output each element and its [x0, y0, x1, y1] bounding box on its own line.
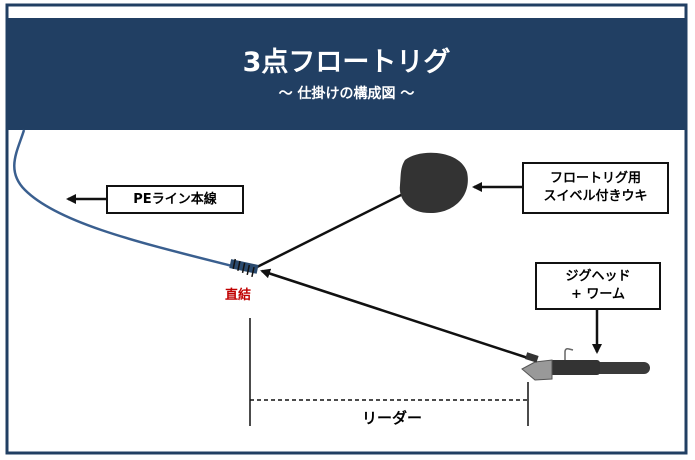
- header-band: [7, 18, 686, 130]
- jig-head-worm-icon: [521, 348, 650, 381]
- label-float: フロートリグ用 スイベル付きウキ: [522, 162, 669, 214]
- float-icon: [399, 152, 468, 214]
- page-title: 3点フロートリグ: [242, 47, 451, 78]
- label-leader: リーダー: [361, 409, 422, 427]
- pe-main-line: [13, 129, 241, 270]
- float-line: [254, 191, 406, 270]
- label-knot: 直結: [225, 288, 252, 303]
- page-subtitle: 〜 仕掛けの構成図 〜: [278, 86, 415, 102]
- leader-line: [260, 268, 529, 360]
- label-jig: ジグヘッド + ワーム: [535, 262, 661, 310]
- knot: [229, 258, 259, 278]
- label-main-line: PEライン本線: [106, 185, 244, 214]
